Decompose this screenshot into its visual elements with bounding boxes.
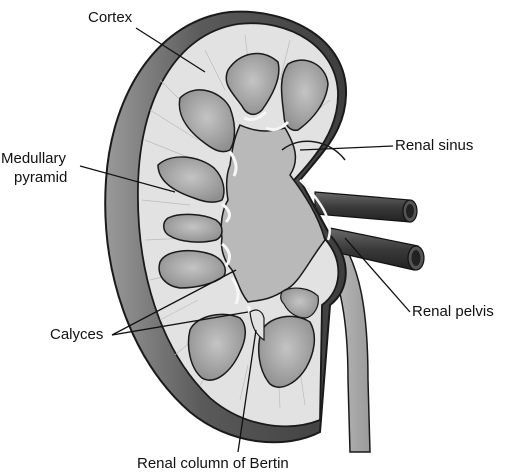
medullary-pyramids xyxy=(157,52,329,388)
label-calyces: Calyces xyxy=(50,326,104,343)
label-cortex: Cortex xyxy=(88,9,133,26)
label-medullary-pyramid-line2: pyramid xyxy=(14,169,68,186)
renal-sinus-cavity xyxy=(220,124,326,303)
label-renal-column-of-bertin: Renal column of Bertin xyxy=(137,455,289,472)
renal-column xyxy=(249,309,265,342)
label-renal-pelvis: Renal pelvis xyxy=(412,303,494,320)
label-renal-sinus: Renal sinus xyxy=(395,137,474,154)
renal-vessels xyxy=(314,191,425,271)
leader-lines xyxy=(79,27,411,453)
label-medullary-pyramid-line1: Medullary xyxy=(1,150,67,167)
